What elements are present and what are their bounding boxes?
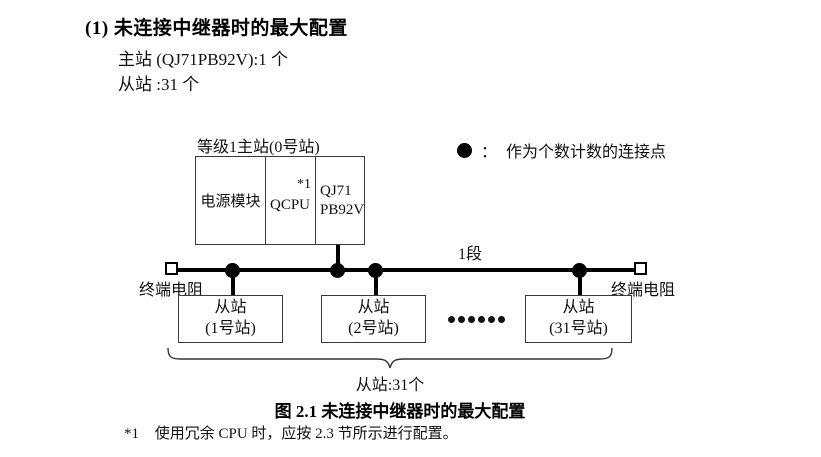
footnote-text: 使用冗余 CPU 时，应按 2.3 节所示进行配置。 [154, 426, 458, 442]
footnote-marker: *1 [124, 426, 139, 442]
slave-31-number: (31号站) [549, 320, 608, 337]
power-module-cell: 电源模块 [200, 194, 261, 210]
connection-point-icon [457, 142, 472, 158]
slave-station-2-box: 从站 (2号站) [321, 295, 426, 343]
drop-line-slave31 [578, 270, 582, 296]
cpu-cell: *1 QCPU [265, 157, 315, 244]
drop-line-slave2 [374, 270, 378, 296]
profibus-module-line2: PB92V [320, 201, 365, 218]
slave-total-label: 从站:31个 [355, 377, 425, 394]
cpu-footnote-ref: *1 [297, 177, 311, 192]
underbrace [167, 347, 613, 369]
legend-separator: ： [481, 144, 498, 161]
segment-label: 1段 [458, 246, 483, 263]
terminating-resistor-left-icon [165, 262, 178, 275]
connection-point-master [330, 263, 345, 278]
slave-1-number: (1号站) [205, 320, 256, 337]
terminating-resistor-right-icon [634, 262, 647, 275]
figure-caption: 图 2.1 未连接中继器时的最大配置 [274, 402, 526, 421]
legend-text: 作为个数计数的连接点 [506, 144, 667, 161]
slave-2-title: 从站 [357, 299, 390, 317]
slave-2-number: (2号站) [348, 320, 399, 337]
terminating-resistor-right-label: 终端电阻 [611, 282, 676, 299]
spec-slave-count: 从站 :31 个 [118, 75, 200, 94]
drop-line-slave1 [231, 270, 235, 296]
slave-station-1-box: 从站 (1号站) [178, 295, 283, 343]
footnote: *1 使用冗余 CPU 时，应按 2.3 节所示进行配置。 [124, 422, 458, 443]
legend: ： 作为个数计数的连接点 [457, 138, 666, 162]
spec-master-count: 主站 (QJ71PB92V):1 个 [118, 50, 289, 69]
section-title: (1) 未连接中继器时的最大配置 [85, 18, 348, 39]
slave-station-31-box: 从站 (31号站) [525, 295, 632, 343]
bus-line [176, 268, 637, 272]
master-station-label: 等级1主站(0号站) [197, 139, 320, 156]
terminating-resistor-left-label: 终端电阻 [139, 282, 204, 299]
profibus-module-line1: QJ71 [320, 182, 352, 199]
slave-31-title: 从站 [562, 299, 595, 317]
slave-1-title: 从站 [214, 299, 247, 317]
cpu-label: QCPU [270, 197, 311, 213]
profibus-module-cell: QJ71 PB92V [315, 157, 364, 244]
drop-line-master [336, 245, 340, 270]
ellipsis-dots [448, 316, 505, 323]
master-station-box: 电源模块 *1 QCPU QJ71 PB92V [195, 156, 365, 245]
